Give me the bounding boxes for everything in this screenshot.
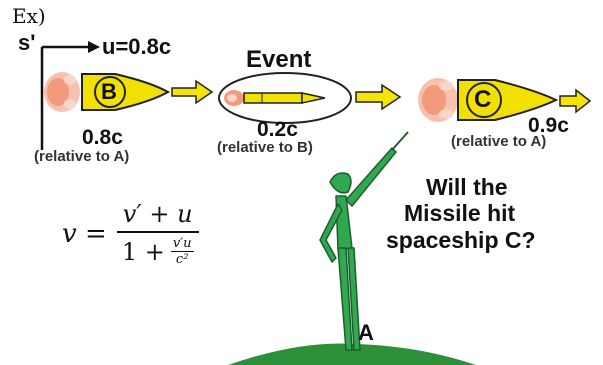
- spaceship-b-badge: [94, 76, 126, 108]
- flame-b-icon: [44, 72, 80, 112]
- formula-sub-denominator: c²: [175, 252, 189, 267]
- observer-label: A: [358, 320, 374, 345]
- spaceship-b-letter: B: [101, 79, 117, 104]
- question-line-2: Missile hit: [404, 200, 516, 226]
- formula-fraction: v′ + u 1 + v′u c²: [116, 200, 199, 267]
- ship-c-relative: (relative to A): [451, 133, 547, 150]
- velocity-arrow-missile-icon: [355, 83, 402, 111]
- ship-b-relative: (relative to A): [34, 148, 130, 165]
- spaceship-c-badge: [466, 82, 502, 118]
- missile-speed: 0.2c: [257, 118, 298, 141]
- question-line-1: Will the: [426, 174, 508, 200]
- frame-s-prime-label: s': [18, 30, 36, 55]
- formula-numerator: v′ + u: [116, 200, 199, 233]
- ground-hill: [228, 343, 476, 365]
- velocity-arrow-b-icon: [171, 79, 214, 105]
- ship-c-speed: 0.9c: [528, 114, 569, 137]
- observer-figure: [319, 147, 397, 351]
- missile: [224, 90, 326, 106]
- formula-lhs: v =: [62, 218, 107, 249]
- ship-b-speed: 0.8c: [82, 126, 123, 149]
- velocity-arrow-c-icon: [559, 88, 592, 114]
- pointing-finger-icon: [391, 131, 409, 151]
- question-line-3: spaceship C?: [386, 227, 536, 253]
- spaceship-c-letter: C: [474, 86, 492, 113]
- formula-denominator: 1 + v′u c²: [122, 233, 194, 267]
- frame-u-label: u=0.8c: [102, 34, 172, 59]
- event-oval: [218, 72, 352, 124]
- formula-subfraction: v′u c²: [170, 236, 194, 267]
- event-title: Event: [246, 46, 312, 73]
- formula-sub-numerator: v′u: [170, 236, 194, 252]
- frame-axis-arrowhead-icon: [88, 41, 100, 53]
- formula-den-one: 1 +: [121, 237, 165, 266]
- example-label: Ex): [12, 4, 46, 28]
- flame-c-icon: [418, 78, 458, 122]
- velocity-addition-formula: v = v′ + u 1 + v′u c²: [62, 200, 199, 267]
- missile-relative: (relative to B): [217, 139, 313, 156]
